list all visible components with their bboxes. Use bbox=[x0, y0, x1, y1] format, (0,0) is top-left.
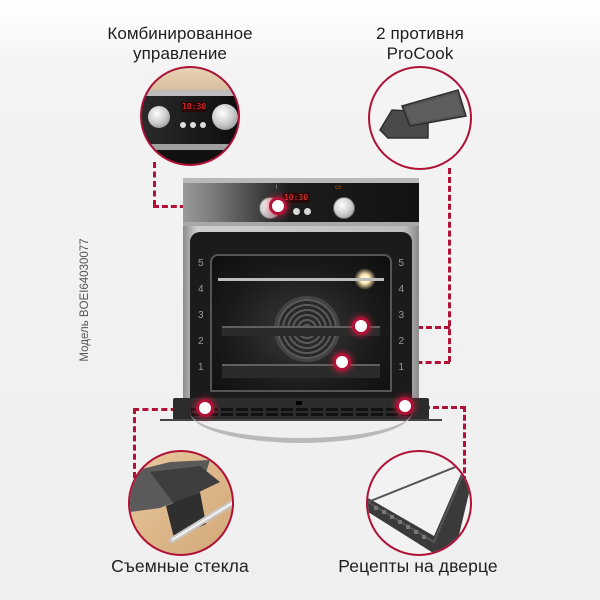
callout-removable-glass bbox=[128, 450, 234, 556]
hotspot-door-recipes[interactable] bbox=[396, 397, 414, 415]
zoomed-button bbox=[200, 122, 206, 128]
connector-line bbox=[463, 406, 466, 482]
baking-tray bbox=[222, 326, 380, 336]
steel-trim bbox=[142, 90, 238, 96]
temperature-knob bbox=[333, 197, 355, 219]
shelf-level: 4 bbox=[198, 284, 204, 295]
hotspot-control-panel[interactable] bbox=[269, 197, 287, 215]
shelf-level: 3 bbox=[198, 310, 204, 321]
fan-mode-icon: ⌇ bbox=[275, 185, 278, 191]
shelf-level: 1 bbox=[398, 362, 404, 373]
feature-label-line2: управление bbox=[133, 44, 227, 63]
timer-button bbox=[293, 208, 300, 215]
feature-label-removable-glass: Съемные стекла bbox=[111, 556, 249, 576]
model-number: Модель BOEI64030077 bbox=[79, 238, 91, 362]
oven-door-frame: 5 4 3 2 1 5 4 3 2 1 bbox=[190, 232, 412, 398]
shelf-level: 5 bbox=[398, 258, 404, 269]
shelf-level: 2 bbox=[398, 336, 404, 347]
zoomed-knob-right bbox=[212, 104, 238, 130]
oven-body: 5 4 3 2 1 5 4 3 2 1 bbox=[183, 226, 419, 398]
shelf-level: 1 bbox=[198, 362, 204, 373]
hotspot-upper-tray[interactable] bbox=[352, 317, 370, 335]
feature-label-line2: ProCook bbox=[386, 44, 454, 63]
shelf-level: 4 bbox=[398, 284, 404, 295]
baking-trays-icon bbox=[379, 89, 467, 139]
feature-label-line1: Комбинированное bbox=[107, 24, 253, 43]
connector-line bbox=[133, 408, 136, 478]
hotspot-removable-glass[interactable] bbox=[196, 399, 214, 417]
shelf-level: 5 bbox=[198, 258, 204, 269]
feature-label-combined-control: Комбинированное управление bbox=[90, 24, 270, 64]
zoomed-knob-left bbox=[148, 106, 170, 128]
zoomed-display: 10:30 bbox=[182, 102, 207, 112]
door-vent bbox=[191, 408, 411, 411]
zoomed-button bbox=[180, 122, 186, 128]
oven-illustration: ⌇ ▭ 10:30 5 4 3 2 1 5 4 3 2 1 bbox=[183, 178, 419, 398]
connector-line bbox=[153, 162, 156, 206]
oven-control-panel: ⌇ ▭ 10:30 bbox=[183, 178, 419, 226]
feature-label-door-recipes: Рецепты на дверце bbox=[338, 556, 498, 576]
oven-mode-icon: ▭ bbox=[335, 184, 342, 191]
callout-door-recipes bbox=[366, 450, 472, 556]
connector-line bbox=[133, 408, 205, 411]
door-handle bbox=[190, 412, 412, 443]
feature-label-baking-trays: 2 противня ProCook bbox=[340, 24, 500, 64]
wood-background bbox=[142, 68, 238, 90]
door-recipes-icon bbox=[368, 458, 470, 554]
steel-trim-lower bbox=[142, 144, 238, 150]
door-latch bbox=[296, 401, 302, 405]
connector-line bbox=[448, 168, 451, 362]
hotspot-lower-tray[interactable] bbox=[333, 353, 351, 371]
feature-label-line1: 2 противня bbox=[376, 24, 464, 43]
callout-baking-trays bbox=[368, 66, 472, 170]
baking-tray bbox=[222, 364, 380, 378]
clock-display: 10:30 bbox=[283, 193, 309, 203]
shelf-level: 2 bbox=[198, 336, 204, 347]
connector-line bbox=[406, 406, 466, 409]
callout-control-panel: 10:30 bbox=[140, 66, 240, 166]
shelf-level: 3 bbox=[398, 310, 404, 321]
zoomed-button bbox=[190, 122, 196, 128]
door-glass-icon bbox=[130, 460, 232, 543]
timer-button bbox=[304, 208, 311, 215]
wire-rack bbox=[218, 278, 384, 281]
zoomed-panel: 10:30 bbox=[142, 96, 238, 144]
